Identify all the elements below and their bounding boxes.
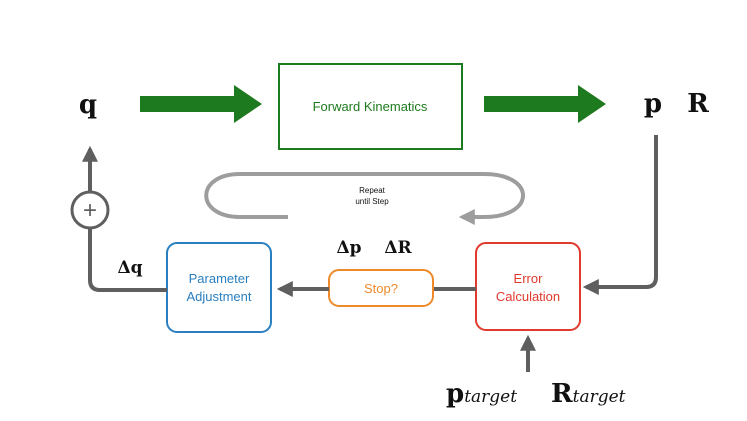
output-arrow bbox=[484, 85, 606, 123]
p-target-symbol: ptarget bbox=[446, 379, 517, 409]
r-symbol: R bbox=[687, 89, 709, 119]
repeat-label: Repeat bbox=[359, 186, 386, 195]
plus-icon: + bbox=[83, 197, 97, 224]
input-arrow bbox=[140, 85, 262, 123]
delta-r-symbol: ΔR bbox=[384, 238, 412, 258]
error-calculation-label: Error bbox=[514, 271, 544, 286]
error-calculation-label-line2: Calculation bbox=[496, 289, 560, 304]
adjustment-to-q-connector bbox=[82, 145, 167, 292]
repeat-label-line2: until Step bbox=[355, 197, 389, 206]
repeat-loop-arrow bbox=[204, 172, 525, 225]
parameter-adjustment-label: Parameter bbox=[189, 271, 250, 286]
forward-kinematics-label: Forward Kinematics bbox=[313, 99, 428, 114]
delta-q-symbol: Δq bbox=[117, 258, 142, 278]
feedback-connector bbox=[582, 135, 658, 295]
plus-junction: + bbox=[70, 190, 110, 230]
delta-p-symbol: Δp bbox=[336, 238, 361, 258]
stop-label: Stop? bbox=[364, 281, 398, 296]
stop-node: Stop? bbox=[328, 269, 434, 307]
p-symbol: p bbox=[644, 89, 662, 119]
forward-kinematics-node: Forward Kinematics bbox=[278, 63, 463, 150]
q-symbol: q bbox=[79, 90, 97, 120]
parameter-adjustment-label-line2: Adjustment bbox=[186, 289, 251, 304]
error-calculation-node: Error Calculation bbox=[475, 242, 581, 331]
parameter-adjustment-node: Parameter Adjustment bbox=[166, 242, 272, 333]
r-target-symbol: Rtarget bbox=[551, 379, 626, 409]
